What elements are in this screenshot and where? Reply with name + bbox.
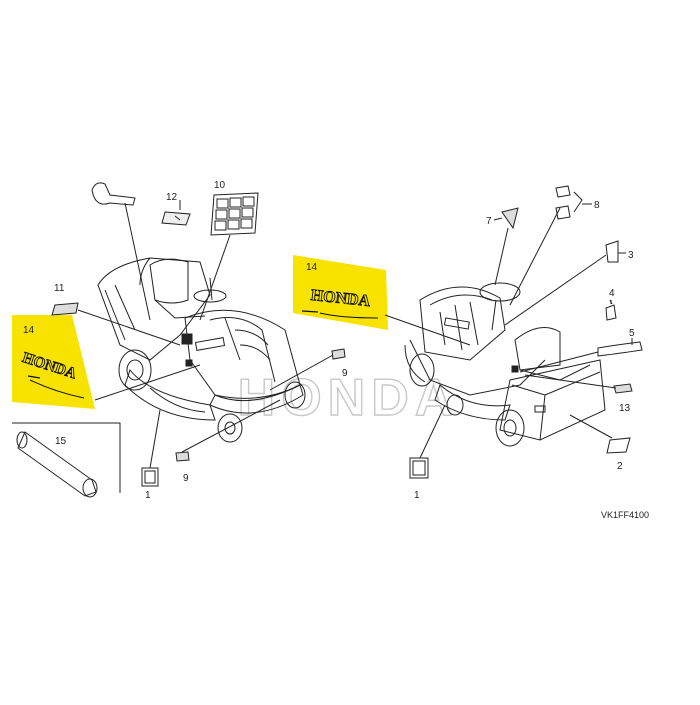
- callout-8: 8: [594, 200, 600, 211]
- callout-3: 3: [628, 250, 634, 261]
- callout-5: 5: [629, 328, 635, 339]
- part-12-label[interactable]: [161, 200, 191, 226]
- callout-14-center: 14: [306, 262, 318, 273]
- highlight-decal-14-left[interactable]: HONDA: [12, 315, 95, 409]
- callout-9-lower: 9: [183, 473, 189, 484]
- part-15-rod[interactable]: [16, 431, 98, 498]
- part-10-sticker-grid[interactable]: [199, 192, 259, 321]
- callout-10: 10: [214, 180, 226, 191]
- callout-9-upper: 9: [342, 368, 348, 379]
- callout-2: 2: [617, 461, 623, 472]
- figure-code: VK1FF4100: [601, 510, 649, 520]
- callout-7: 7: [486, 216, 492, 227]
- callout-11: 11: [54, 283, 65, 294]
- part-8-tabs[interactable]: [509, 185, 583, 306]
- part-1-right-plate[interactable]: [409, 404, 446, 479]
- part-11-plate[interactable]: [51, 302, 181, 346]
- part-2-decal[interactable]: [569, 414, 631, 454]
- callout-12: 12: [166, 192, 178, 203]
- part-3-clip[interactable]: [504, 240, 619, 326]
- callout-14-left: 14: [23, 325, 35, 336]
- callout-1-right: 1: [414, 490, 420, 501]
- part-tool-hook[interactable]: [91, 182, 151, 321]
- part-13-clip[interactable]: [524, 374, 633, 394]
- callout-1-left: 1: [145, 490, 151, 501]
- part-4-plug[interactable]: [605, 299, 617, 321]
- highlight-decal-14-center[interactable]: HONDA: [293, 255, 388, 330]
- part-7-dial[interactable]: [494, 207, 519, 286]
- callout-15: 15: [55, 436, 67, 447]
- part-5-cable[interactable]: [519, 341, 643, 373]
- part-9-lower[interactable]: [175, 399, 281, 462]
- callout-13: 13: [619, 403, 631, 414]
- callout-4: 4: [609, 288, 615, 299]
- part-9-upper[interactable]: [269, 348, 346, 391]
- part-1-left-plate[interactable]: [141, 409, 161, 487]
- watermark-text: HONDA: [238, 369, 459, 427]
